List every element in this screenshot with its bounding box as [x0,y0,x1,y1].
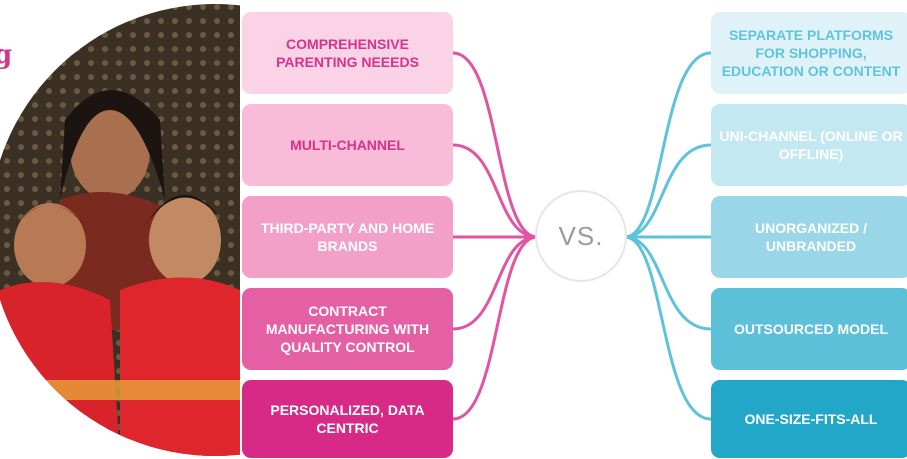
family-photo-illustration [0,4,240,456]
left-connector-1 [452,51,538,239]
vs-circle: VS. [535,190,627,282]
left-connector-5 [452,235,538,421]
right-item-5: ONE-SIZE-FITS-ALL [711,380,907,458]
left-connector-2 [452,143,538,239]
right-item-4: OUTSOURCED MODEL [711,288,907,370]
left-item-3: THIRD-PARTY AND HOME BRANDS [242,196,453,278]
right-connector-5 [624,235,712,421]
left-item-4: CONTRACT MANUFACTURING WITH QUALITY CONT… [242,288,453,370]
heading-fragment: g [0,40,13,70]
left-item-1: COMPREHENSIVE PARENTING NEEEDS [242,12,453,94]
right-item-2: UNI-CHANNEL (ONLINE OR OFFLINE) [711,104,907,186]
vs-label: VS. [558,220,604,251]
family-photo [0,0,240,459]
right-item-1: SEPARATE PLATFORMS FOR SHOPPING, EDUCATI… [711,12,907,94]
left-item-2: MULTI-CHANNEL [242,104,453,186]
left-item-5: PERSONALIZED, DATA CENTRIC [242,380,453,458]
right-connector-4 [624,235,712,331]
right-item-3: UNORGANIZED / UNBRANDED [711,196,907,278]
right-connector-1 [624,51,712,239]
right-connector-2 [624,143,712,239]
left-connector-4 [452,235,538,331]
